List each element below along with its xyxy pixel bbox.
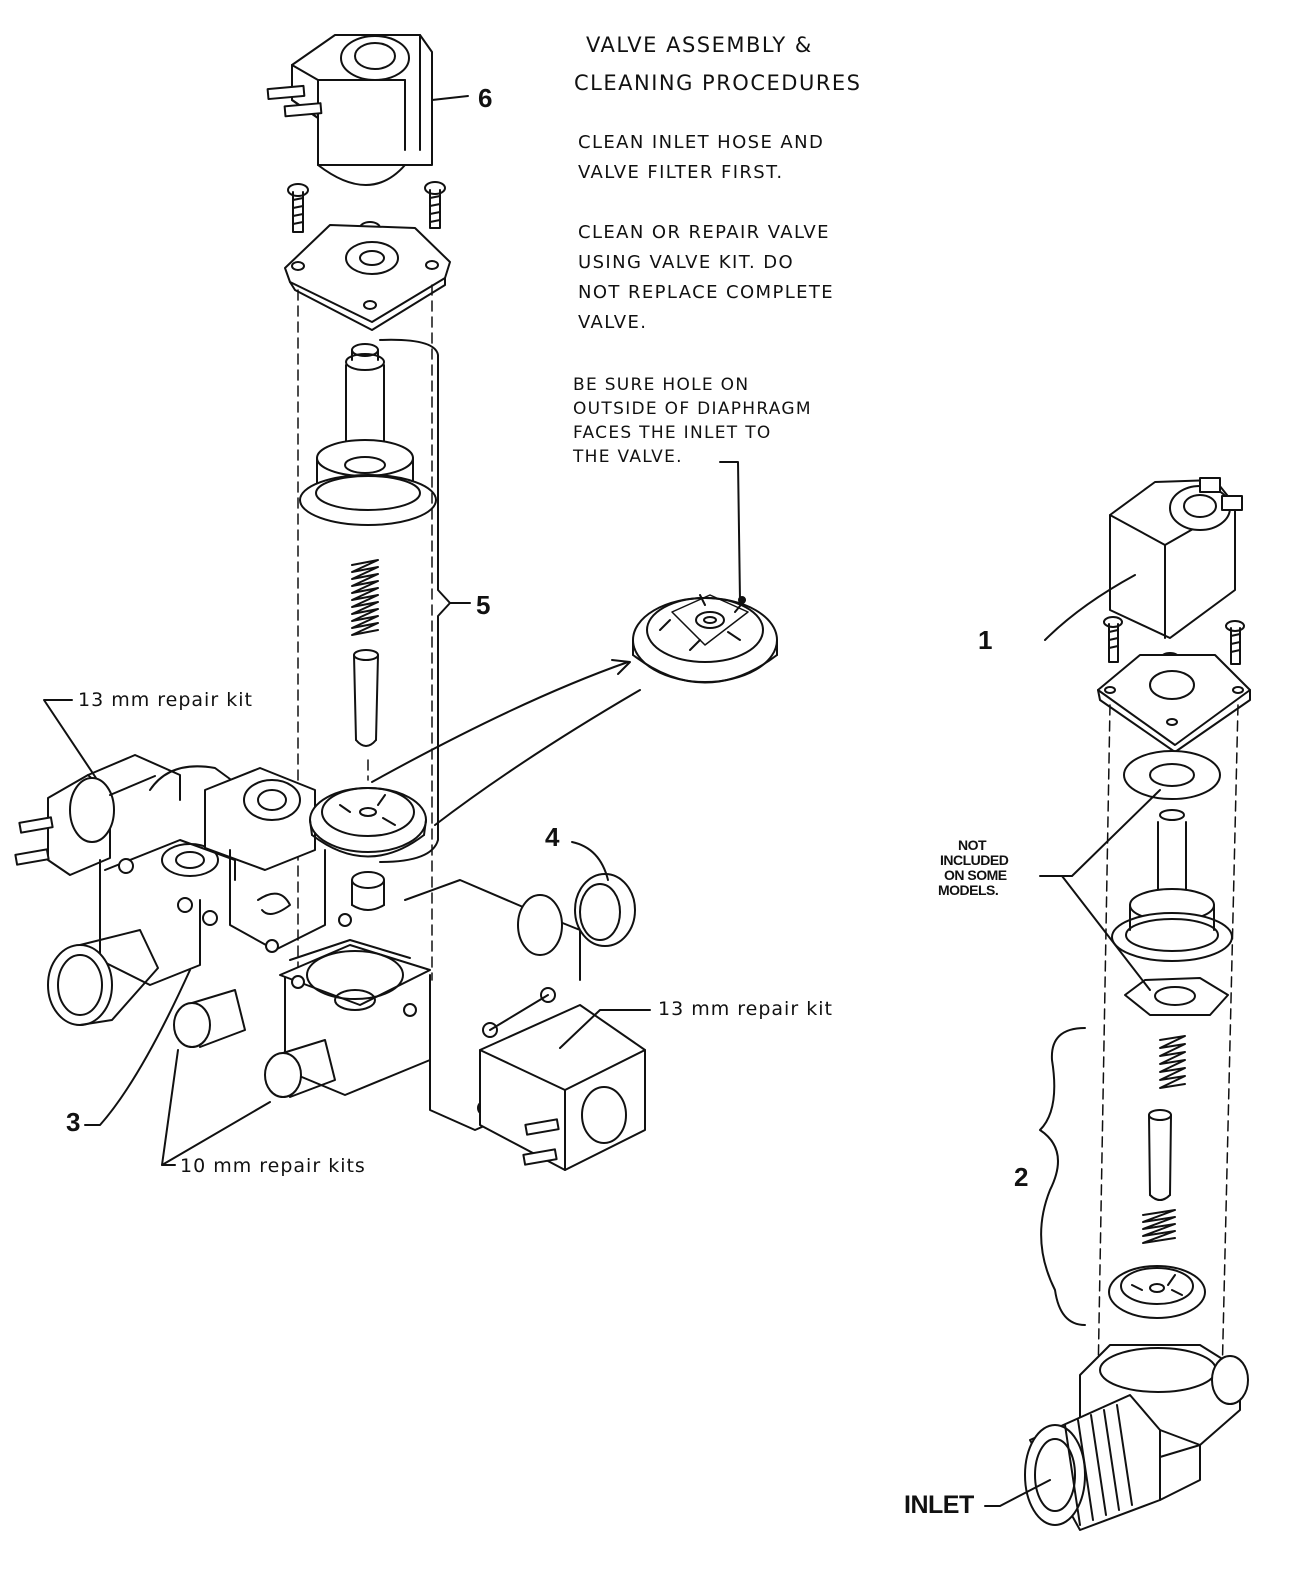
arrow-head [611, 659, 631, 675]
bracket-5 [379, 95, 471, 863]
alignment-lines-right [1097, 704, 1239, 1381]
coil-right-icon [1044, 477, 1243, 641]
inlet-body-icon [984, 1344, 1249, 1531]
leader-not-included [1039, 789, 1161, 877]
spring-icon [351, 559, 379, 636]
not-included-line-1: NOT [958, 837, 987, 853]
flange-plate-right-icon [1097, 654, 1251, 753]
small-spring-icon [1142, 1209, 1176, 1244]
clean-note-line-2: VALVE FILTER FIRST. [578, 162, 784, 183]
repair-note-line-1: CLEAN OR REPAIR VALVE [578, 222, 830, 243]
plunger-diaphragm-icon [299, 343, 437, 526]
coil-top-icon [266, 34, 433, 186]
kit-13mm-left-label: 13 mm repair kit [78, 689, 253, 711]
callout-2: 2 [1014, 1162, 1029, 1192]
clean-note-line-1: CLEAN INLET HOSE AND [578, 132, 825, 153]
alignment-lines [297, 284, 433, 981]
flange-plate-icon [284, 224, 451, 331]
washer-icon [1123, 750, 1221, 800]
diaphragm-detail-icon [632, 594, 778, 684]
diaphragm-right-icon [1108, 1265, 1206, 1319]
kit-13mm-right-label: 13 mm repair kit [658, 998, 833, 1020]
valve-body-icon [14, 754, 646, 1171]
callout-4: 4 [545, 822, 560, 852]
diaphragm-note-line-2: OUTSIDE OF DIAPHRAGM [573, 399, 812, 419]
diaphragm-note-line-3: FACES THE INLET TO [573, 423, 772, 443]
kit-10mm-label: 10 mm repair kits [180, 1155, 366, 1177]
retainer-ring-icon [1124, 977, 1229, 1016]
not-included-line-4: MODELS. [938, 882, 999, 898]
title-line-1: VALVE ASSEMBLY & [586, 33, 813, 57]
title-line-2: CLEANING PROCEDURES [574, 71, 862, 95]
not-included-line-2: INCLUDED [940, 852, 1009, 868]
repair-note-line-3: NOT REPLACE COMPLETE [578, 282, 835, 303]
callout-1: 1 [978, 625, 993, 655]
spring-right-icon [1159, 1035, 1186, 1089]
plunger-right-icon [1111, 809, 1233, 962]
repair-note-line-2: USING VALVE KIT. DO [578, 252, 795, 273]
repair-note-line-4: VALVE. [578, 312, 648, 333]
diaphragm-note-line-1: BE SURE HOLE ON [573, 375, 750, 395]
arrow-diaphragm-lower [434, 689, 641, 826]
callout-6: 6 [478, 83, 493, 113]
leader-diaphragm-note [719, 461, 741, 601]
callout-3: 3 [66, 1107, 81, 1137]
not-included-line-3: ON SOME [944, 867, 1007, 883]
callout-5: 5 [476, 590, 491, 620]
oring-4-icon [571, 841, 636, 947]
inlet-label: INLET [904, 1491, 974, 1519]
leader-lines [43, 699, 651, 1166]
arrow-diaphragm [371, 661, 629, 783]
pin-icon [353, 649, 379, 747]
bracket-2 [1039, 1027, 1086, 1326]
pin-right-icon [1148, 1109, 1172, 1201]
diaphragm-note-line-4: THE VALVE. [573, 447, 683, 467]
